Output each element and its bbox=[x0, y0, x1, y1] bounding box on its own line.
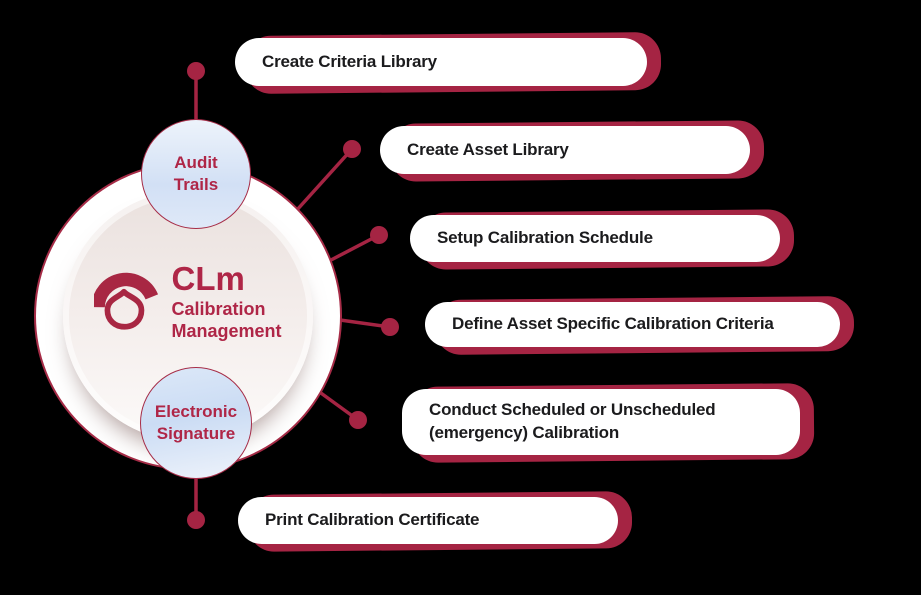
connector-dot bbox=[187, 511, 205, 529]
clm-logo: CLm Calibration Management bbox=[94, 262, 282, 341]
feature-box-create-criteria-library: Create Criteria Library bbox=[235, 38, 647, 86]
feature-box-create-asset-library: Create Asset Library bbox=[380, 126, 750, 174]
clm-abbr: CLm bbox=[171, 260, 245, 298]
feature-label: Setup Calibration Schedule bbox=[437, 228, 653, 248]
connector-line bbox=[312, 386, 360, 422]
connector-dot bbox=[187, 62, 205, 80]
satellite-electronic-signature: Electronic Signature bbox=[140, 367, 252, 479]
connector-dot bbox=[349, 411, 367, 429]
central-inner-circle: CLm Calibration Management bbox=[63, 191, 313, 441]
connector-dot bbox=[370, 226, 388, 244]
satellite-label: Electronic Signature bbox=[154, 401, 238, 443]
satellite-audit-trails: Audit Trails bbox=[141, 119, 251, 229]
feature-label: Create Criteria Library bbox=[262, 51, 437, 71]
feature-label: Create Asset Library bbox=[407, 139, 569, 159]
connector-line bbox=[294, 147, 354, 213]
connector-dot bbox=[343, 140, 361, 158]
connector-lines bbox=[194, 71, 391, 520]
satellite-label: Audit Trails bbox=[173, 152, 219, 194]
feature-box-setup-calibration-schedule: Setup Calibration Schedule bbox=[410, 215, 780, 262]
feature-box-print-calibration-certificate: Print Calibration Certificate bbox=[238, 497, 618, 544]
connector-line bbox=[330, 233, 380, 262]
clm-gauge-icon bbox=[94, 272, 159, 330]
clm-product-name-line2: Management bbox=[171, 320, 282, 341]
clm-logo-text: CLm Calibration Management bbox=[171, 262, 281, 341]
connector-dots bbox=[187, 62, 399, 529]
clm-product-name-line1: Calibration bbox=[171, 299, 266, 320]
feature-label: Define Asset Specific Calibration Criter… bbox=[452, 314, 774, 334]
connector-dot bbox=[381, 318, 399, 336]
feature-label: Conduct Scheduled or Unscheduled (emerge… bbox=[429, 400, 716, 442]
feature-box-define-asset-specific-criteria: Define Asset Specific Calibration Criter… bbox=[425, 302, 840, 347]
feature-box-conduct-calibration: Conduct Scheduled or Unscheduled (emerge… bbox=[402, 389, 800, 455]
feature-label: Print Calibration Certificate bbox=[265, 510, 480, 530]
central-circle: CLm Calibration Management bbox=[34, 162, 342, 470]
